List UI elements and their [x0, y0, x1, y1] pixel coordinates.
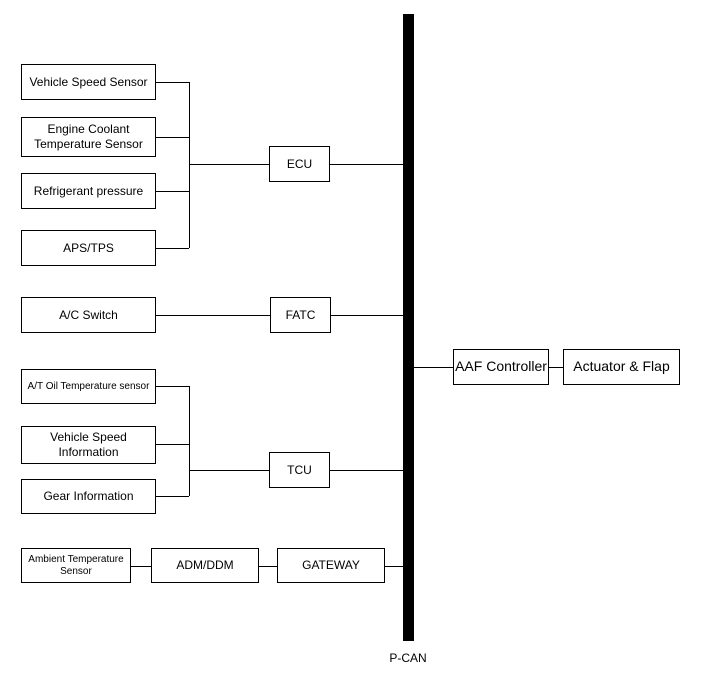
gear-information-box: Gear Information [21, 479, 156, 514]
connector-line [330, 164, 403, 165]
ecu-box: ECU [269, 146, 330, 182]
gateway-box: GATEWAY [277, 548, 385, 583]
gateway-label: GATEWAY [302, 558, 360, 572]
connector-line [189, 386, 190, 496]
engine-coolant-temperature-sensor-box: Engine Coolant Temperature Sensor [21, 117, 156, 157]
ac-switch-label: A/C Switch [59, 307, 118, 322]
connector-line [189, 82, 190, 248]
connector-line [156, 444, 189, 445]
connector-line [259, 566, 277, 567]
connector-line [414, 367, 453, 368]
vehicle-speed-information-box: Vehicle Speed Information [21, 426, 156, 464]
p-can-bus [403, 14, 414, 641]
vehicle-speed-information-label: Vehicle Speed Information [50, 430, 127, 459]
aaf-controller-box: AAF Controller [453, 349, 549, 385]
at-oil-temperature-sensor-box: A/T Oil Temperature sensor [21, 369, 156, 404]
connector-line [156, 82, 189, 83]
ambient-temperature-sensor-label: Ambient Temperature Sensor [28, 554, 124, 577]
adm-ddm-box: ADM/DDM [151, 548, 259, 583]
actuator-flap-box: Actuator & Flap [563, 349, 680, 385]
vehicle-speed-sensor-box: Vehicle Speed Sensor [21, 64, 156, 100]
gear-information-label: Gear Information [43, 489, 134, 503]
ac-switch-box: A/C Switch [21, 297, 156, 333]
refrigerant-pressure-box: Refrigerant pressure [21, 173, 156, 209]
engine-coolant-temperature-sensor-label: Engine Coolant Temperature Sensor [34, 122, 143, 151]
ecu-label: ECU [286, 156, 313, 171]
connector-line [385, 566, 403, 567]
connector-line [330, 470, 403, 471]
connector-line [331, 315, 403, 316]
fatc-box: FATC [270, 297, 331, 333]
refrigerant-pressure-label: Refrigerant pressure [33, 183, 144, 198]
fatc-label: FATC [285, 307, 316, 322]
connector-line [156, 496, 189, 497]
connector-line [156, 386, 189, 387]
aaf-controller-label: AAF Controller [455, 358, 547, 375]
at-oil-temperature-sensor-label: A/T Oil Temperature sensor [27, 380, 150, 392]
aps-tps-box: APS/TPS [21, 230, 156, 266]
connector-line [189, 164, 269, 165]
connector-line [156, 315, 270, 316]
vehicle-speed-sensor-label: Vehicle Speed Sensor [29, 74, 148, 89]
tcu-label: TCU [287, 462, 312, 477]
actuator-flap-label: Actuator & Flap [573, 358, 670, 375]
p-can-label: P-CAN [389, 651, 427, 665]
connector-line [156, 248, 189, 249]
connector-line [131, 566, 151, 567]
connector-line [189, 470, 269, 471]
connector-line [549, 367, 563, 368]
aps-tps-label: APS/TPS [63, 240, 114, 255]
adm-ddm-label: ADM/DDM [176, 558, 234, 572]
ambient-temperature-sensor-box: Ambient Temperature Sensor [21, 548, 131, 583]
connector-line [156, 137, 189, 138]
connector-line [156, 191, 189, 192]
tcu-box: TCU [269, 452, 330, 488]
